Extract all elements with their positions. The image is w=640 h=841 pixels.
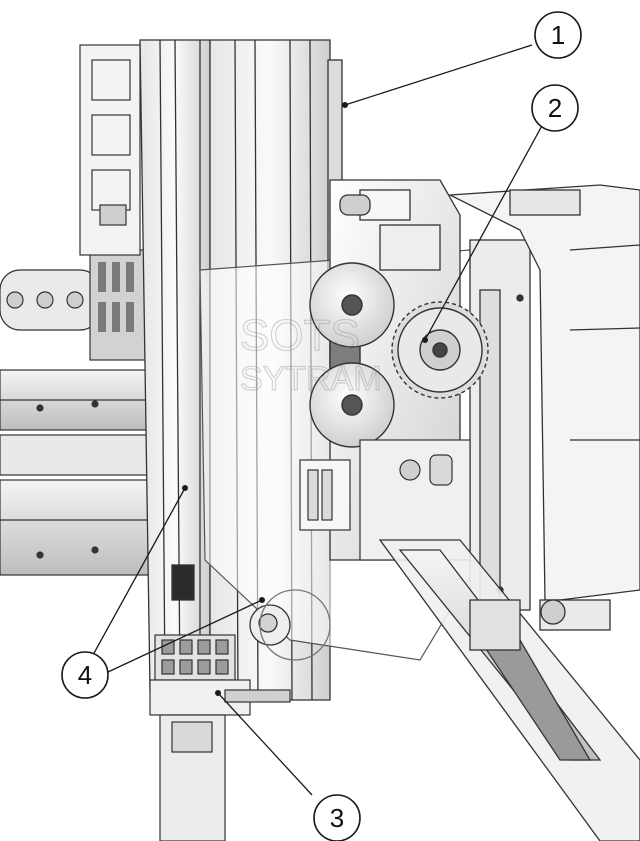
upper-connectors [79,44,141,256]
pneumatic-fittings [149,634,291,841]
callout-1-label: 1 [551,20,565,50]
callout-2-label: 2 [548,93,562,123]
leader-lines [92,44,545,796]
watermark-line-1: SOTS [240,311,360,360]
callout-3: 3 [313,794,361,841]
round-knob [249,589,331,661]
watermark-line-2: SYTRAM [240,360,382,398]
callout-2: 2 [531,84,579,132]
cable-chain [0,249,151,361]
idler-rollers [309,262,395,448]
lower-linear-guide [378,539,640,841]
leader-dots [182,102,428,696]
callout-3-label: 3 [330,803,344,833]
left-rail-assembly [0,369,161,576]
watermark: SOTS SYTRAM [239,310,382,398]
toothed-pulley [391,301,489,399]
callout-4: 4 [61,651,109,699]
callout-4-label: 4 [78,660,92,690]
motor-housing [447,184,640,601]
callout-1: 1 [534,11,582,59]
